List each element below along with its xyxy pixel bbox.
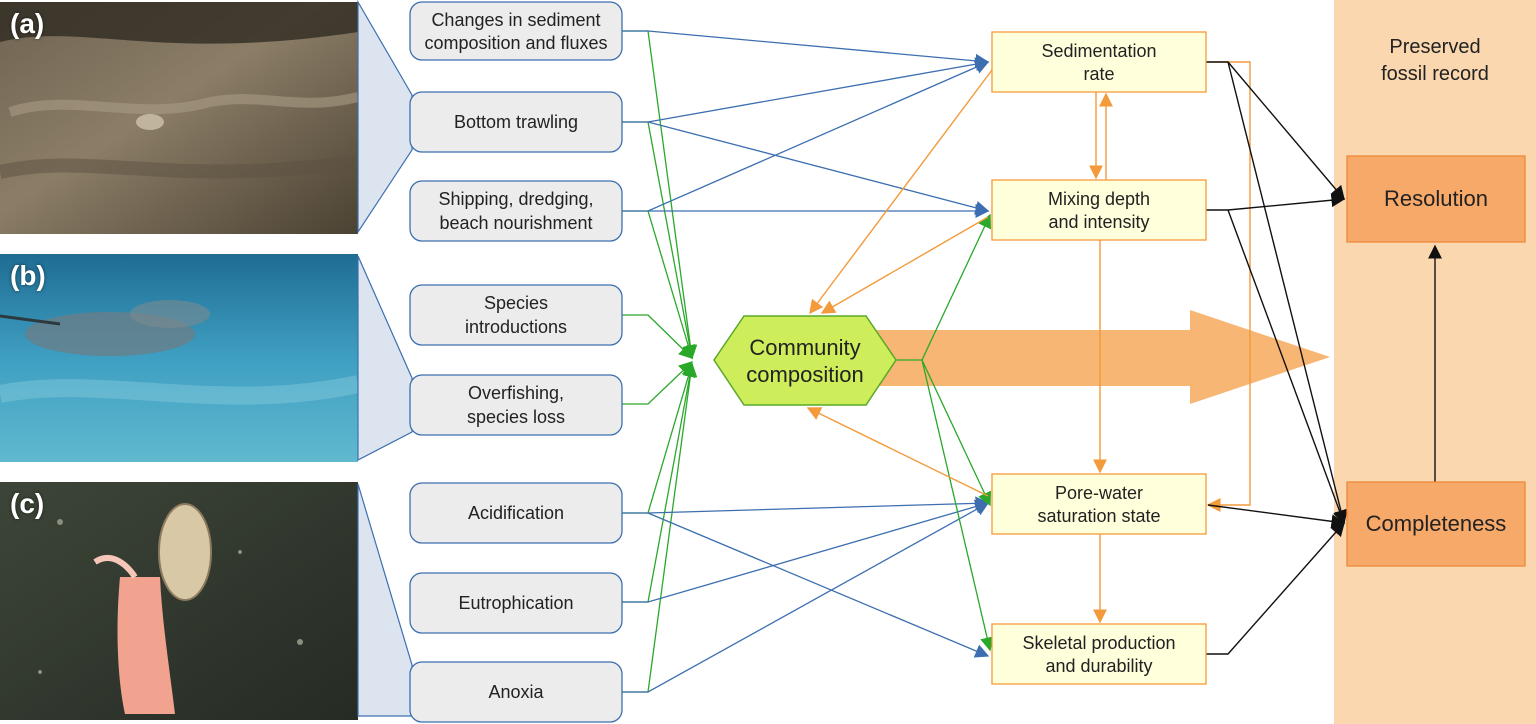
driver-sediment-line2: composition and fluxes (424, 33, 607, 53)
driver-introductions-line2: introductions (465, 317, 567, 337)
record-completeness-label: Completeness (1366, 511, 1507, 536)
process-porewater-line2: saturation state (1037, 506, 1160, 526)
process-to-record-arrows (1206, 61, 1442, 655)
driver-trawling-label: Bottom trawling (454, 112, 578, 132)
process-box-skeletal-production: Skeletal production and durability (991, 623, 1207, 685)
photo-a-label: (a) (10, 8, 45, 39)
photo-b-callout (357, 255, 413, 461)
driver-box-anoxia: Anoxia (409, 661, 623, 723)
driver-box-bottom-trawling: Bottom trawling (409, 91, 623, 153)
process-skeletal-line1: Skeletal production (1022, 633, 1175, 653)
driver-shipping-line2: beach nourishment (439, 213, 592, 233)
photo-b-label: (b) (10, 260, 46, 291)
process-sedimentation-line1: Sedimentation (1041, 41, 1156, 61)
photo-a-trawled-seafloor: (a) (0, 2, 358, 234)
driver-box-acidification: Acidification (409, 482, 623, 544)
driver-sediment-line1: Changes in sediment (431, 10, 600, 30)
driver-overfishing-line2: species loss (467, 407, 565, 427)
community-composition-node: Community composition (713, 315, 897, 406)
fossil-record-heading-line2: fossil record (1381, 63, 1489, 85)
driver-box-eutrophication: Eutrophication (409, 572, 623, 634)
process-box-porewater-saturation: Pore-water saturation state (991, 473, 1207, 535)
photo-c-label: (c) (10, 488, 45, 519)
process-skeletal-line2: and durability (1045, 656, 1152, 676)
photo-a-callout (357, 0, 413, 235)
process-box-sedimentation-rate: Sedimentation rate (991, 31, 1207, 93)
driver-shipping-line1: Shipping, dredging, (438, 189, 593, 209)
driver-to-process-arrows (622, 30, 990, 693)
process-sedimentation-line2: rate (1083, 64, 1114, 84)
photo-b-ray-disturbing-sediment: (b) (0, 254, 358, 462)
photo-c-burrowing-bivalve: (c) (0, 482, 358, 720)
process-mixing-line2: and intensity (1048, 212, 1149, 232)
driver-box-species-introductions: Species introductions (409, 284, 623, 346)
process-porewater-line1: Pore-water (1055, 483, 1143, 503)
record-box-completeness: Completeness (1346, 481, 1526, 567)
driver-introductions-line1: Species (484, 293, 548, 313)
driver-anoxia-label: Anoxia (488, 682, 544, 702)
community-line2: composition (746, 362, 863, 387)
driver-box-overfishing: Overfishing, species loss (409, 374, 623, 436)
driver-eutrophication-label: Eutrophication (458, 593, 573, 613)
photo-c-callout (357, 483, 413, 717)
driver-box-sediment-changes: Changes in sediment composition and flux… (409, 1, 623, 61)
record-box-resolution: Resolution (1346, 155, 1526, 243)
driver-overfishing-line1: Overfishing, (468, 383, 564, 403)
community-to-process-arrows (896, 213, 994, 652)
fossil-record-heading-line1: Preserved (1389, 36, 1480, 58)
process-box-mixing-depth: Mixing depth and intensity (991, 179, 1207, 241)
record-resolution-label: Resolution (1384, 186, 1488, 211)
process-mixing-line1: Mixing depth (1048, 189, 1150, 209)
driver-acidification-label: Acidification (468, 503, 564, 523)
community-line1: Community (749, 335, 860, 360)
driver-box-shipping: Shipping, dredging, beach nourishment (409, 180, 623, 242)
